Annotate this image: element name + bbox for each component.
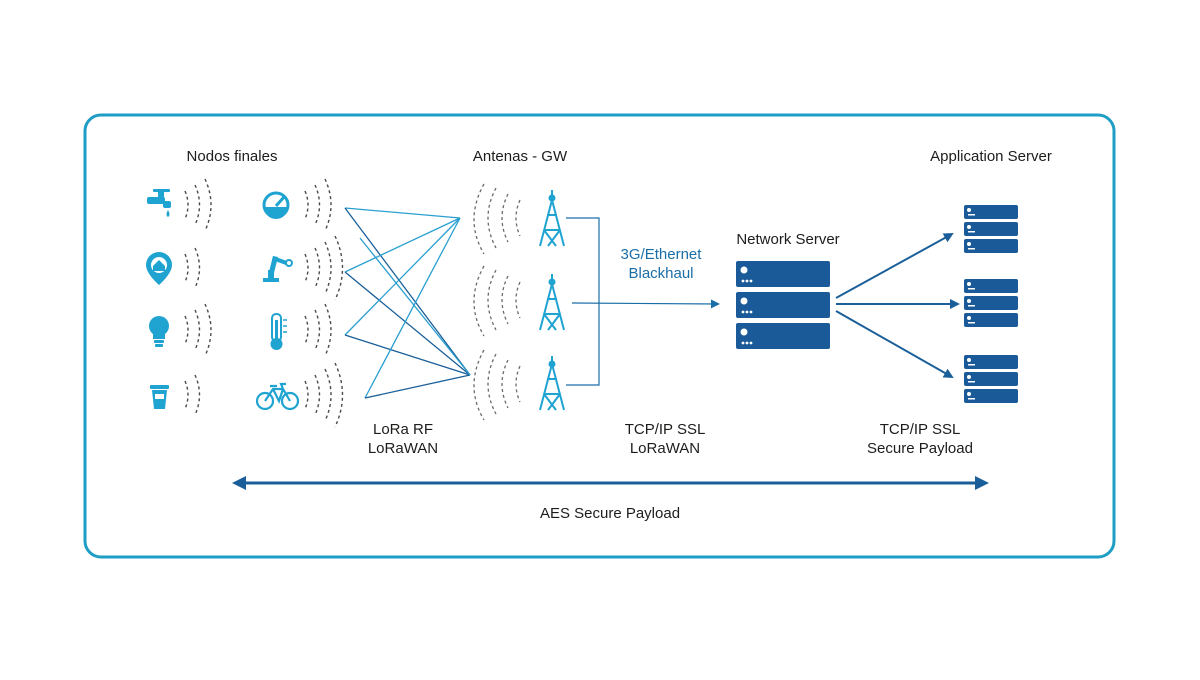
network-server-header: Network Server	[736, 231, 840, 248]
water-tap-icon	[147, 189, 171, 217]
radio-protocol-label: LoRa RF LoRaWAN	[368, 420, 438, 458]
antenna-tower-icon	[539, 190, 565, 247]
gauge-icon	[262, 191, 290, 219]
radio-protocol-line2: LoRaWAN	[367, 440, 439, 457]
diagram-frame	[83, 113, 1116, 559]
server-stack-icon	[964, 279, 1018, 327]
backhaul-links	[566, 217, 720, 386]
gw-ns-protocol-line2: LoRaWAN	[629, 440, 701, 457]
ns-as-protocol-line2: Secure Payload	[867, 440, 973, 457]
end-to-end-double-arrow	[232, 476, 989, 490]
backhaul-label: 3G/Ethernet Blackhaul	[621, 245, 702, 283]
light-bulb-icon	[149, 316, 169, 347]
lora-rf-links	[344, 207, 471, 399]
ns-to-as-arrows	[835, 233, 960, 378]
bicycle-icon	[255, 382, 300, 411]
ns-as-protocol-line1: TCP/IP SSL	[879, 421, 961, 438]
end-nodes-header: Nodos finales	[186, 148, 278, 165]
ns-as-protocol-label: TCP/IP SSL Secure Payload	[867, 420, 973, 458]
gateway-signal-waves	[473, 183, 521, 421]
network-server-icon	[736, 261, 830, 349]
backhaul-label-line1: 3G/Ethernet	[620, 246, 702, 263]
antenna-tower-icon	[539, 274, 565, 331]
thermometer-icon	[270, 313, 287, 350]
server-stack-icon	[964, 205, 1018, 253]
robot-arm-icon	[263, 256, 293, 282]
gw-ns-protocol-line1: TCP/IP SSL	[624, 421, 706, 438]
server-stack-icon	[964, 355, 1018, 403]
end-node-signal-waves	[184, 178, 344, 428]
cup-icon	[150, 385, 169, 409]
end-to-end-label: AES Secure Payload	[539, 505, 681, 522]
home-location-icon	[146, 252, 172, 285]
gateways-header: Antenas - GW	[472, 148, 568, 165]
radio-protocol-line1: LoRa RF	[372, 421, 434, 438]
application-server-header: Application Server	[930, 148, 1052, 165]
backhaul-label-line2: Blackhaul	[628, 265, 694, 282]
gw-ns-protocol-label: TCP/IP SSL LoRaWAN	[625, 420, 706, 458]
antenna-tower-icon	[539, 356, 565, 411]
